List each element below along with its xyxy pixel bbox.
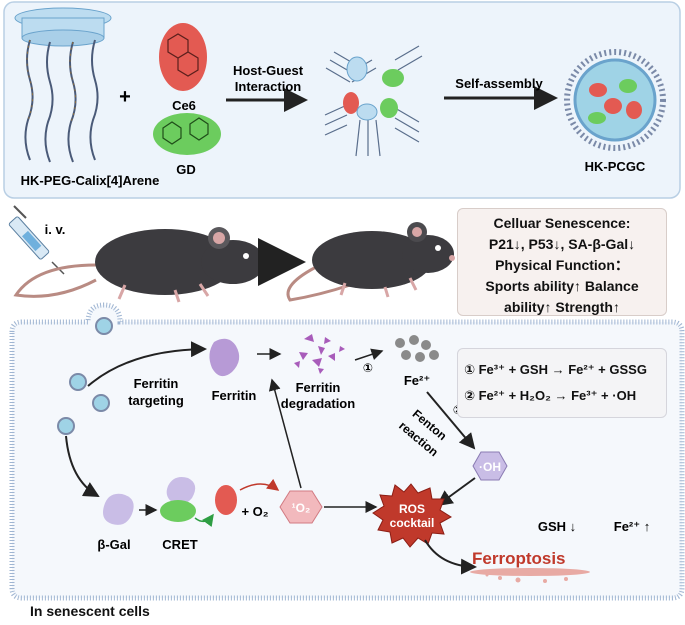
reaction-equation-1: ① Fe³⁺ + GSH → Fe²⁺ + GSSG <box>464 362 647 377</box>
ferritin-targeting-line1: Ferritin <box>134 376 179 391</box>
hydroxyl-to-ros-arrow <box>436 477 476 507</box>
ferritin-targeting-line2: targeting <box>128 393 184 408</box>
rejuvenated-mouse-icon <box>286 222 455 302</box>
plus-sign: + <box>119 86 131 108</box>
hydroxyl-radical-hexagon <box>472 451 508 481</box>
singlet-oxygen-label: ¹O₂ <box>292 501 311 515</box>
ferritin-degradation-line1: Ferritin <box>296 380 341 395</box>
nanoparticle-icon <box>564 49 666 151</box>
singlet-oxygen-hexagon <box>279 490 323 524</box>
ce6-to-singlet-arrow <box>239 478 280 491</box>
gsh-decrease-label: GSH ↓ <box>538 519 576 534</box>
ferritin-degradation-icon <box>294 334 345 374</box>
fe2-increase-label: Fe²⁺ ↑ <box>614 519 650 534</box>
senescence-title: Celluar Senescence: <box>493 215 631 231</box>
oxygen-label: + O₂ <box>241 504 268 519</box>
reaction-equations-box: ① Fe³⁺ + GSH → Fe²⁺ + GSSG ② Fe²⁺ + H₂O₂… <box>457 348 667 418</box>
ferritin-icon <box>209 338 240 377</box>
senescent-cells-caption: In senescent cells <box>30 603 150 619</box>
host-guest-label-line1: Host-Guest <box>233 63 304 78</box>
reaction-equation-2: ② Fe²⁺ + H₂O₂ → Fe³⁺ + ·OH <box>464 388 637 403</box>
syringe-icon <box>8 205 65 275</box>
ros-cocktail-burst <box>372 483 452 548</box>
ce6-molecule-icon <box>159 23 207 91</box>
carrier-label: HK-PEG-Calix[4]Arene <box>21 173 160 188</box>
calixarene-carrier-icon <box>14 7 112 163</box>
host-guest-label-line2: Interaction <box>235 79 302 94</box>
beta-gal-label: β-Gal <box>97 537 130 552</box>
cret-label: CRET <box>162 537 197 552</box>
outcome-summary-box: Celluar Senescence: P21↓, P53↓, SA-β-Gal… <box>457 208 667 316</box>
step-one-marker: ① <box>363 361 373 375</box>
injection-label: i. v. <box>45 222 66 237</box>
beta-gal-path-arrow <box>65 435 100 497</box>
ce6-in-cell-icon <box>215 485 237 515</box>
gd-label: GD <box>176 162 196 177</box>
cret-complex-icon <box>160 477 196 522</box>
hk-pcgc-label: HK-PCGC <box>585 159 646 174</box>
iron-ions-icon <box>395 335 439 362</box>
senescence-markers: P21↓, P53↓, SA-β-Gal↓ <box>488 236 636 252</box>
physical-function-line2: ability↑ Strength↑ <box>504 299 620 315</box>
ferroptosis-label: Ferroptosis <box>472 549 566 568</box>
ferritin-degradation-line2: degradation <box>281 396 355 411</box>
ros-label-line1: ROS <box>399 502 425 516</box>
cell-nanoparticle-icons <box>57 317 113 435</box>
hydroxyl-radical-label: ·OH <box>479 460 501 474</box>
ferritin-targeting-arrow <box>87 341 207 387</box>
physical-function-line1: Sports ability↑ Balance <box>485 278 639 294</box>
physical-function-title: Physical Function： <box>495 257 629 273</box>
gd-molecule-icon <box>153 113 221 155</box>
ce6-label: Ce6 <box>172 98 196 113</box>
beta-gal-icon <box>103 493 134 525</box>
ferroptosis-splatter-icon <box>470 568 590 583</box>
ros-to-ferroptosis-arrow <box>424 539 477 575</box>
cret-green-arrow <box>194 513 214 528</box>
ros-label-line2: cocktail <box>390 516 435 530</box>
fenton-arrow <box>426 391 476 450</box>
self-assembly-label: Self-assembly <box>455 76 543 91</box>
singlet-to-ferritin-arrow <box>268 378 302 489</box>
degradation-to-iron-arrow <box>354 348 384 361</box>
fe2-label: Fe²⁺ <box>404 373 430 388</box>
ferritin-label: Ferritin <box>212 388 257 403</box>
host-guest-complex-icon <box>324 45 423 157</box>
